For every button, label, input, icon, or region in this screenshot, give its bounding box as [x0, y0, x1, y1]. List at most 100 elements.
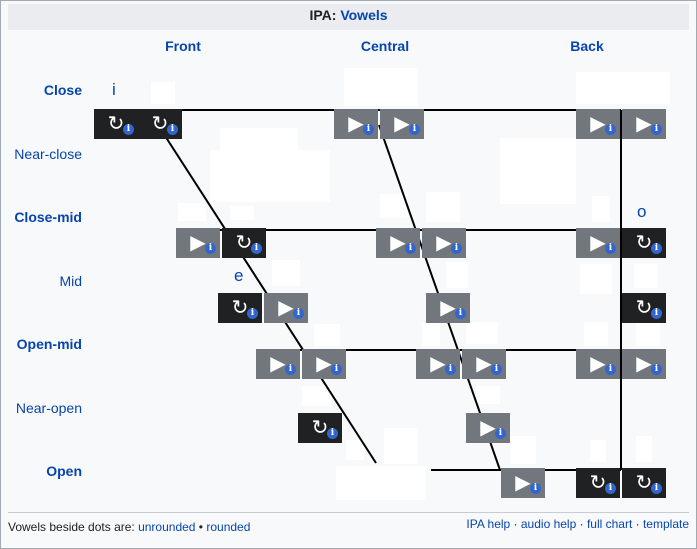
ipa-link[interactable]: IPA: [309, 7, 332, 23]
blank-block: [272, 260, 300, 286]
rounded-link[interactable]: rounded: [206, 520, 251, 534]
full-chart-link[interactable]: full chart: [586, 517, 633, 531]
info-icon[interactable]: i: [247, 308, 258, 319]
info-icon[interactable]: i: [495, 428, 506, 439]
info-icon[interactable]: i: [651, 483, 662, 494]
audio-player[interactable]: ↻i: [622, 293, 666, 323]
blank-block: [336, 466, 426, 500]
audio-player[interactable]: ↻i: [622, 468, 666, 498]
audio-player[interactable]: ▶i: [576, 349, 620, 379]
row-open-mid[interactable]: Open-mid: [16, 336, 82, 352]
audio-player[interactable]: ↻i: [138, 109, 182, 139]
info-icon[interactable]: i: [251, 243, 262, 254]
audio-player[interactable]: ▶i: [416, 349, 460, 379]
column-central[interactable]: Central: [360, 38, 410, 54]
info-icon[interactable]: i: [605, 364, 616, 375]
unrounded-link[interactable]: unrounded: [138, 520, 196, 534]
info-icon[interactable]: i: [293, 308, 304, 319]
info-icon[interactable]: i: [455, 308, 466, 319]
vowel-e[interactable]: e: [234, 266, 244, 285]
info-icon[interactable]: i: [445, 364, 456, 375]
audio-player[interactable]: ▶i: [622, 109, 666, 139]
link-separator: ·: [510, 517, 521, 531]
info-icon[interactable]: i: [605, 124, 616, 135]
blank-block: [178, 203, 206, 221]
info-icon[interactable]: i: [123, 124, 134, 135]
audio-player[interactable]: ↻i: [576, 468, 620, 498]
info-icon[interactable]: i: [327, 428, 338, 439]
row-near-close[interactable]: Near-close: [14, 146, 82, 162]
play-icon: ▶: [390, 232, 406, 254]
audio-player[interactable]: ▶i: [426, 293, 470, 323]
info-icon[interactable]: i: [491, 364, 502, 375]
audio-player[interactable]: ▶i: [334, 109, 378, 139]
info-icon[interactable]: i: [605, 243, 616, 254]
audio-player[interactable]: ▶i: [576, 228, 620, 258]
audio-player[interactable]: ▶i: [256, 349, 300, 379]
blank-block: [636, 322, 660, 346]
blank-block: [380, 194, 408, 218]
row-near-open[interactable]: Near-open: [15, 400, 82, 416]
blank-block: [634, 264, 658, 288]
ipa-help-link[interactable]: IPA help: [466, 517, 511, 531]
audio-player[interactable]: ▶i: [302, 349, 346, 379]
info-icon[interactable]: i: [651, 243, 662, 254]
audio-player[interactable]: ▶i: [264, 293, 308, 323]
audio-player[interactable]: ↻i: [94, 109, 138, 139]
info-icon[interactable]: i: [331, 364, 342, 375]
replay-icon: ↻: [235, 232, 253, 254]
audio-player[interactable]: ▶i: [380, 109, 424, 139]
play-icon: ▶: [270, 353, 286, 375]
vowel-o[interactable]: o: [637, 202, 647, 221]
audio-player[interactable]: ▶i: [422, 228, 466, 258]
info-icon[interactable]: i: [405, 243, 416, 254]
audio-player[interactable]: ↻i: [298, 413, 342, 443]
info-icon[interactable]: i: [605, 483, 616, 494]
play-icon: ▶: [436, 232, 452, 254]
blank-block: [346, 440, 364, 460]
play-icon: ▶: [636, 353, 652, 375]
info-icon[interactable]: i: [409, 124, 420, 135]
vowel-i[interactable]: i: [112, 80, 116, 99]
row-close[interactable]: Close: [43, 82, 82, 98]
play-icon: ▶: [190, 232, 206, 254]
replay-icon: ↻: [635, 297, 653, 319]
audio-player[interactable]: ↻i: [218, 293, 262, 323]
footer-divider: [8, 512, 689, 513]
replay-icon: ↻: [589, 472, 607, 494]
replay-icon: ↻: [107, 113, 125, 135]
audio-player[interactable]: ▶i: [576, 109, 620, 139]
audio-player[interactable]: ↻i: [622, 228, 666, 258]
row-open[interactable]: Open: [46, 463, 82, 479]
audio-player[interactable]: ▶i: [466, 413, 510, 443]
audio-player[interactable]: ▶i: [176, 228, 220, 258]
info-icon[interactable]: i: [651, 308, 662, 319]
audio-player[interactable]: ▶i: [462, 349, 506, 379]
column-back[interactable]: Back: [570, 38, 604, 54]
audio-player[interactable]: ↻i: [222, 228, 266, 258]
row-mid[interactable]: Mid: [59, 273, 82, 289]
info-icon[interactable]: i: [285, 364, 296, 375]
play-icon: ▶: [590, 353, 606, 375]
info-icon[interactable]: i: [363, 124, 374, 135]
link-separator: ·: [632, 517, 643, 531]
column-front[interactable]: Front: [165, 38, 201, 54]
audio-player[interactable]: ▶i: [501, 468, 545, 498]
replay-icon: ↻: [311, 417, 329, 439]
row-close-mid[interactable]: Close-mid: [14, 209, 82, 225]
audio-player[interactable]: ▶i: [622, 349, 666, 379]
blank-block: [446, 262, 468, 288]
info-icon[interactable]: i: [167, 124, 178, 135]
audio-help-link[interactable]: audio help: [520, 517, 577, 531]
info-icon[interactable]: i: [451, 243, 462, 254]
play-icon: ▶: [480, 417, 496, 439]
info-icon[interactable]: i: [530, 483, 541, 494]
blank-block: [580, 264, 612, 294]
info-icon[interactable]: i: [651, 124, 662, 135]
info-icon[interactable]: i: [205, 243, 216, 254]
vowels-link[interactable]: Vowels: [340, 7, 388, 23]
template-link[interactable]: template: [642, 517, 689, 531]
blank-block: [590, 440, 606, 462]
info-icon[interactable]: i: [651, 364, 662, 375]
audio-player[interactable]: ▶i: [376, 228, 420, 258]
